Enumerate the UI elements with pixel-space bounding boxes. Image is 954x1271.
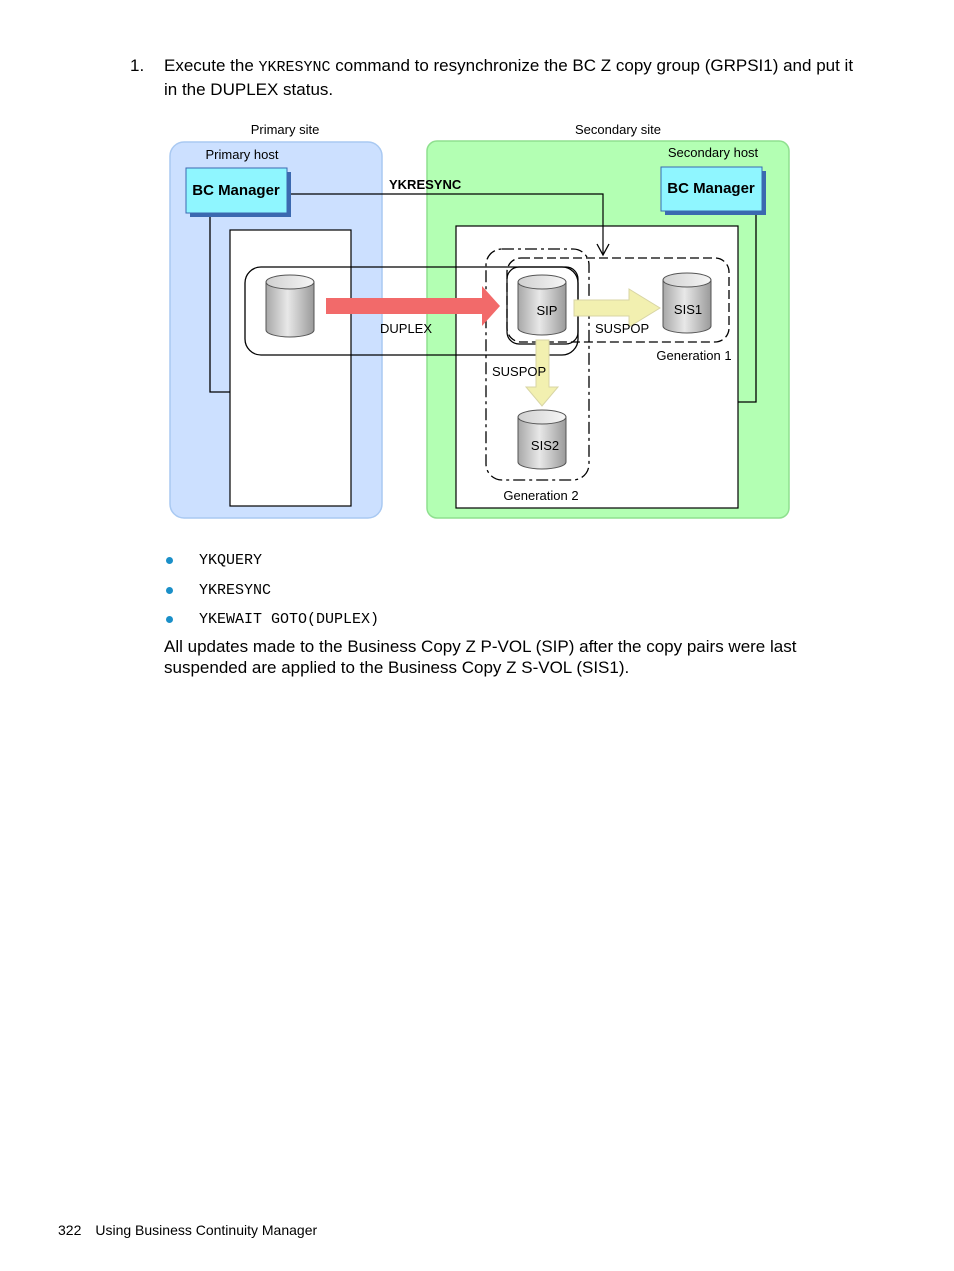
footer-title: Using Business Continuity Manager xyxy=(95,1222,318,1238)
generation-2-outline xyxy=(485,248,590,481)
secondary-control-line xyxy=(738,211,757,403)
ykresync-arrowhead xyxy=(596,243,610,257)
sip-volume xyxy=(517,274,567,336)
generation-1-outline xyxy=(506,257,730,343)
bc-manager-secondary-label: BC Manager xyxy=(667,180,755,197)
bullet-icon xyxy=(166,586,173,594)
bc-manager-primary-label: BC Manager xyxy=(192,182,280,199)
command-name: YKRESYNC xyxy=(199,581,272,599)
ykresync-command-line xyxy=(288,193,604,254)
generation-1-label: Generation 1 xyxy=(656,348,731,363)
command-name: YKQUERY xyxy=(199,552,263,569)
suspop-label-down: SUSPOP xyxy=(492,364,546,379)
ykresync-label: YKRESYNC xyxy=(389,177,462,192)
step-text-after: command to resynchronize the BC Z copy g… xyxy=(164,56,854,99)
step-text: Execute the YKRESYNC command to resynchr… xyxy=(164,55,864,101)
step-text-before: Execute the xyxy=(164,56,259,75)
bullet-icon xyxy=(166,557,173,564)
suspop-label-right: SUSPOP xyxy=(595,321,649,336)
suspop-arrow-right xyxy=(573,288,661,328)
step-number: 1. xyxy=(130,56,145,75)
description-paragraph: All updates made to the Business Copy Z … xyxy=(164,637,797,677)
generation-2-label: Generation 2 xyxy=(503,488,578,503)
step-command: YKRESYNC xyxy=(258,59,331,76)
command-name: YKEWAIT GOTO(DUPLEX) xyxy=(199,611,380,628)
sis2-label: SIS2 xyxy=(531,438,559,453)
page-number: 322 xyxy=(58,1222,82,1238)
secondary-site-label: Secondary site xyxy=(575,122,661,137)
bc-manager-secondary xyxy=(660,166,763,212)
primary-volume xyxy=(265,274,315,338)
page-footer: 322 Using Business Continuity Manager xyxy=(58,1222,317,1238)
sis2-volume xyxy=(517,409,567,470)
duplex-label: DUPLEX xyxy=(380,321,432,336)
sis1-label: SIS1 xyxy=(674,302,702,317)
primary-site-label: Primary site xyxy=(251,122,320,137)
primary-control-line xyxy=(209,216,230,393)
primary-host-label: Primary host xyxy=(206,147,279,162)
resync-diagram: Primary site Secondary site Primary host… xyxy=(169,122,790,519)
secondary-host-label: Secondary host xyxy=(668,145,759,160)
primary-storage xyxy=(229,229,352,507)
bullet-icon xyxy=(166,616,173,623)
sis1-volume xyxy=(662,272,712,334)
duplex-arrow xyxy=(326,286,500,326)
suspop-arrow-down xyxy=(524,339,560,407)
bc-manager-primary xyxy=(185,167,288,214)
sip-label: SIP xyxy=(537,303,558,318)
